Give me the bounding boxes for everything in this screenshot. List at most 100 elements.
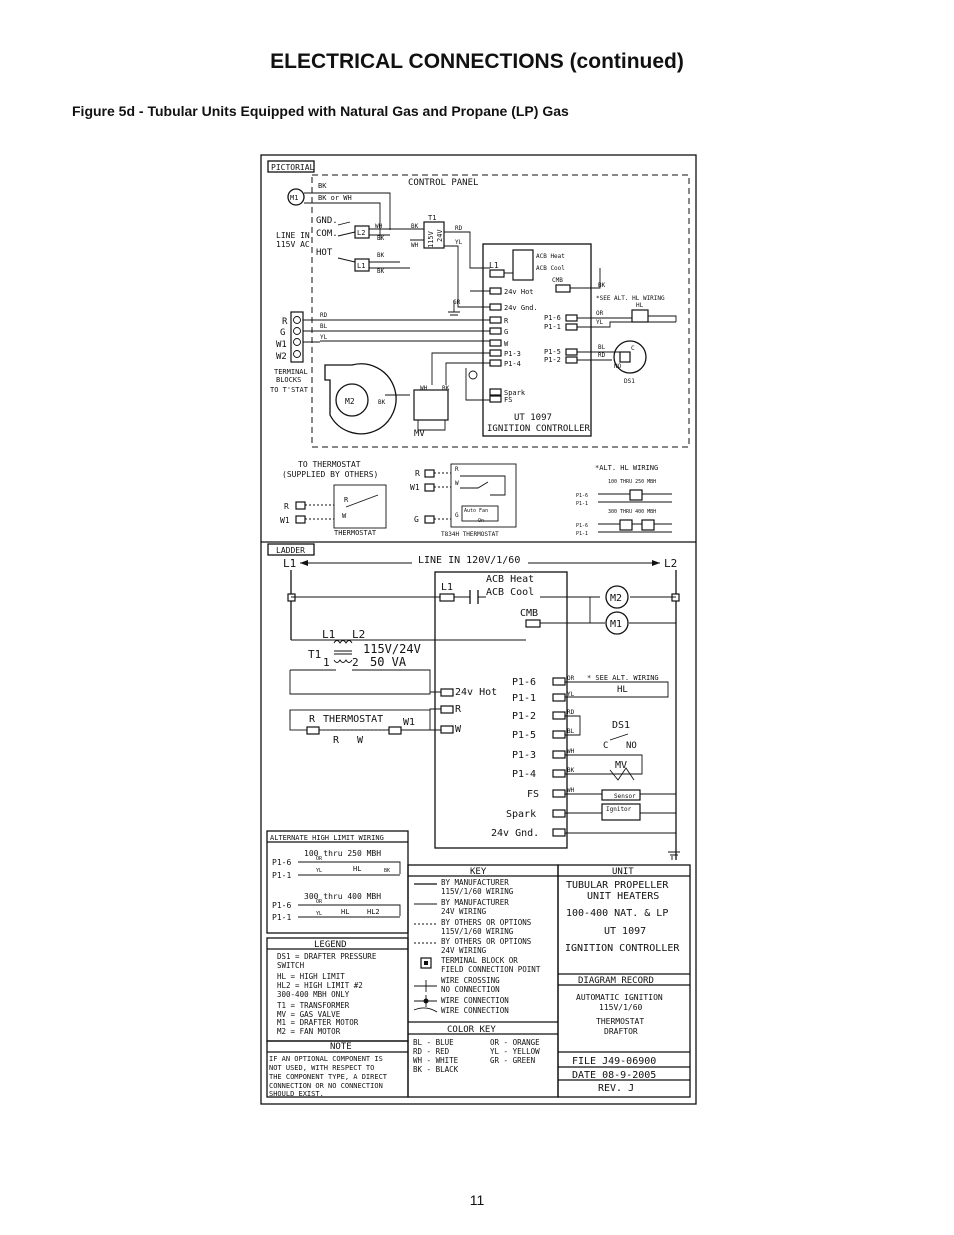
svg-text:THERMOSTAT: THERMOSTAT xyxy=(334,529,377,537)
svg-text:KEY: KEY xyxy=(470,867,487,877)
svg-text:24V WIRING: 24V WIRING xyxy=(441,907,487,916)
svg-text:IF AN OPTIONAL COMPONENT IS: IF AN OPTIONAL COMPONENT IS xyxy=(269,1055,383,1063)
svg-text:P1-2: P1-2 xyxy=(512,711,536,722)
svg-text:P1-6: P1-6 xyxy=(576,493,588,499)
controller-model: UT 1097 xyxy=(514,413,552,423)
svg-text:BK: BK xyxy=(598,282,606,289)
svg-text:Auto Fan: Auto Fan xyxy=(464,508,488,514)
svg-text:24V WIRING: 24V WIRING xyxy=(441,946,487,955)
svg-text:24v Hot: 24v Hot xyxy=(504,288,534,296)
svg-text:M2 = FAN MOTOR: M2 = FAN MOTOR xyxy=(277,1027,341,1036)
control-panel-label: CONTROL PANEL xyxy=(408,178,478,188)
svg-text:NOTE: NOTE xyxy=(330,1042,352,1052)
ladder-m1-symbol xyxy=(605,611,629,635)
svg-text:P1-1: P1-1 xyxy=(544,323,561,331)
color-key-title: COLOR KEY xyxy=(447,1025,496,1035)
svg-text:TERMINAL BLOCK OR: TERMINAL BLOCK OR xyxy=(441,956,518,965)
svg-text:R: R xyxy=(415,469,420,478)
svg-text:Spark: Spark xyxy=(506,809,536,820)
ladder-controller-box xyxy=(434,571,568,849)
svg-text:P1-4: P1-4 xyxy=(504,360,521,368)
svg-text:RD: RD xyxy=(567,709,575,716)
svg-text:115V/24V: 115V/24V xyxy=(363,642,421,656)
svg-text:BK: BK xyxy=(411,223,419,230)
svg-text:On: On xyxy=(478,518,484,524)
svg-text:YL: YL xyxy=(455,239,463,246)
svg-text:P1-6: P1-6 xyxy=(512,677,536,688)
svg-text:RD: RD xyxy=(320,312,328,319)
svg-text:FIELD CONNECTION POINT: FIELD CONNECTION POINT xyxy=(441,965,541,974)
terminal-blocks xyxy=(290,311,304,363)
svg-text:DS1 = DRAFTER PRESSURE: DS1 = DRAFTER PRESSURE xyxy=(277,952,377,961)
com-label: COM. xyxy=(316,229,338,239)
svg-text:MV = GAS VALVE: MV = GAS VALVE xyxy=(277,1010,341,1019)
svg-text:G: G xyxy=(414,515,419,524)
m2-fan-motor-symbol xyxy=(324,363,397,435)
svg-text:TUBULAR PROPELLER: TUBULAR PROPELLER xyxy=(566,880,669,891)
svg-text:OR: OR xyxy=(316,899,323,905)
svg-text:BY OTHERS OR OPTIONS: BY OTHERS OR OPTIONS xyxy=(441,937,532,946)
svg-text:CMB: CMB xyxy=(520,608,538,619)
pictorial-label: PICTORIAL xyxy=(271,163,315,172)
thermostat-generic-box xyxy=(333,484,387,529)
ladder-m2-symbol xyxy=(605,585,629,609)
wire-label-wh: WH xyxy=(375,223,383,230)
svg-text:L2: L2 xyxy=(352,628,365,641)
svg-text:115V/1/60: 115V/1/60 xyxy=(599,1003,643,1012)
svg-text:DATE 08-9-2005: DATE 08-9-2005 xyxy=(572,1070,656,1081)
svg-text:WH: WH xyxy=(411,242,419,249)
svg-text:YL - YELLOW: YL - YELLOW xyxy=(490,1047,540,1056)
ladder-tag: LADDER xyxy=(276,546,305,555)
svg-text:BY MANUFACTURER: BY MANUFACTURER xyxy=(441,898,509,907)
svg-text:BK - BLACK: BK - BLACK xyxy=(413,1065,459,1074)
t1-label: T1 xyxy=(428,214,436,222)
svg-text:100 THRU 250 MBH: 100 THRU 250 MBH xyxy=(608,479,656,485)
svg-text:BK: BK xyxy=(377,235,385,242)
svg-text:SHOULD EXIST.: SHOULD EXIST. xyxy=(269,1090,324,1098)
svg-text:C: C xyxy=(631,345,635,352)
svg-text:P1-1: P1-1 xyxy=(272,871,291,880)
svg-text:BK: BK xyxy=(384,868,390,874)
svg-text:P1-3: P1-3 xyxy=(512,750,536,761)
svg-text:DS1: DS1 xyxy=(624,378,635,385)
line-in-label: LINE IN xyxy=(276,231,310,240)
svg-text:* SEE ALT. WIRING: * SEE ALT. WIRING xyxy=(587,674,659,682)
svg-text:R: R xyxy=(282,317,288,327)
svg-text:*ALT. HL WIRING: *ALT. HL WIRING xyxy=(595,464,658,472)
svg-text:115V/1/60 WIRING: 115V/1/60 WIRING xyxy=(441,927,514,936)
control-panel-outline xyxy=(311,174,690,448)
svg-text:300 thru 400 MBH: 300 thru 400 MBH xyxy=(304,892,381,901)
svg-text:YL: YL xyxy=(320,334,328,341)
ignition-controller-box xyxy=(482,243,592,437)
svg-text:24v Hot: 24v Hot xyxy=(455,687,497,698)
gnd-label: GND. xyxy=(316,216,338,226)
figure-caption: Figure 5d - Tubular Units Equipped with … xyxy=(72,103,569,119)
m1-motor-symbol xyxy=(287,188,305,206)
svg-text:HL: HL xyxy=(636,302,644,309)
svg-text:W: W xyxy=(455,480,459,487)
svg-text:M1 = DRAFTER MOTOR: M1 = DRAFTER MOTOR xyxy=(277,1018,359,1027)
svg-text:M2: M2 xyxy=(345,397,355,406)
svg-text:ACB Heat: ACB Heat xyxy=(486,574,534,585)
svg-text:BLOCKS: BLOCKS xyxy=(276,376,301,384)
svg-text:P1-1: P1-1 xyxy=(576,531,588,537)
svg-text:BK: BK xyxy=(442,385,450,392)
page-title: ELECTRICAL CONNECTIONS (continued) xyxy=(270,50,684,73)
svg-text:THERMOSTAT: THERMOSTAT xyxy=(323,714,383,725)
svg-text:FILE J49-06900: FILE J49-06900 xyxy=(572,1056,656,1067)
svg-text:TO T'STAT: TO T'STAT xyxy=(270,386,309,394)
svg-text:CMB: CMB xyxy=(552,277,563,284)
svg-text:UNIT: UNIT xyxy=(612,867,634,877)
svg-text:(SUPPLIED BY OTHERS): (SUPPLIED BY OTHERS) xyxy=(282,470,378,479)
hl-limit-symbol xyxy=(631,309,649,323)
svg-text:G: G xyxy=(504,328,508,336)
svg-text:P1-1: P1-1 xyxy=(512,693,536,704)
svg-text:L1: L1 xyxy=(322,628,335,641)
svg-text:YL: YL xyxy=(567,691,575,698)
svg-text:C: C xyxy=(603,741,608,751)
svg-text:YL: YL xyxy=(316,911,322,917)
svg-text:115V/1/60 WIRING: 115V/1/60 WIRING xyxy=(441,887,514,896)
svg-text:HL2: HL2 xyxy=(367,908,380,916)
svg-text:YL: YL xyxy=(596,319,604,326)
